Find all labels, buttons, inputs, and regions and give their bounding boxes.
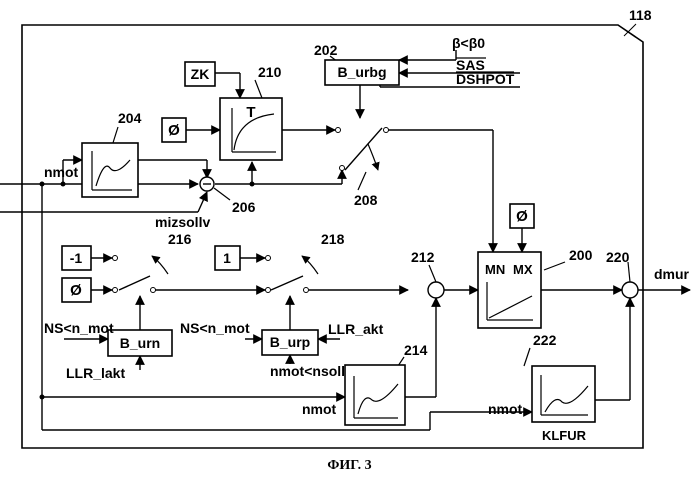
klfur-label: KLFUR xyxy=(542,428,587,443)
b-urbg-label: B_urbg xyxy=(338,64,387,80)
ref-202: 202 xyxy=(314,42,338,58)
block-204 xyxy=(82,143,138,197)
b-urp-label: B_urp xyxy=(270,334,310,350)
ref-216: 216 xyxy=(168,231,192,247)
ref-220: 220 xyxy=(606,249,630,265)
llr-lakt-label: LLR_lakt xyxy=(66,365,125,381)
nmot-nsoll-label: nmot<nsoll xyxy=(270,363,345,379)
minus-one-label: -1 xyxy=(70,250,83,266)
ref-212: 212 xyxy=(411,249,435,265)
ref-214: 214 xyxy=(404,342,428,358)
zero-mid-label: Ø xyxy=(70,282,82,299)
ns-nmot-mid-label: NS<n_mot xyxy=(180,320,250,336)
mizsollv-label: mizsollv xyxy=(155,214,210,230)
mn-label: MN xyxy=(485,262,505,277)
b-urn-label: B_urn xyxy=(120,335,160,351)
llr-akt-label: LLR_akt xyxy=(328,321,384,337)
node-212 xyxy=(428,282,444,298)
frame-ref-118: 118 xyxy=(629,7,652,23)
ref-208: 208 xyxy=(354,192,378,208)
beta-label: β<β0 xyxy=(452,35,485,51)
nmot-input-label: nmot xyxy=(44,164,79,180)
ns-nmot-left-label: NS<n_mot xyxy=(44,320,114,336)
dmur-label: dmur xyxy=(654,266,690,282)
zero-right-label: Ø xyxy=(516,208,528,225)
nmot-222-label: nmot xyxy=(488,401,523,417)
ref-222: 222 xyxy=(533,332,557,348)
ref-206: 206 xyxy=(232,199,256,215)
figure-caption: ФИГ. 3 xyxy=(0,458,699,474)
dshpot-label: DSHPOT xyxy=(456,71,515,87)
nmot-214-label: nmot xyxy=(302,401,337,417)
t-label: T xyxy=(246,104,255,121)
node-220 xyxy=(622,282,638,298)
zk-label: ZK xyxy=(191,66,210,82)
mx-label: MX xyxy=(513,262,533,277)
ref-218: 218 xyxy=(321,231,345,247)
ref-204: 204 xyxy=(118,110,142,126)
ref-200: 200 xyxy=(569,247,593,263)
zero-top-label: Ø xyxy=(168,122,180,139)
ref-210: 210 xyxy=(258,64,282,80)
one-label: 1 xyxy=(223,250,231,266)
